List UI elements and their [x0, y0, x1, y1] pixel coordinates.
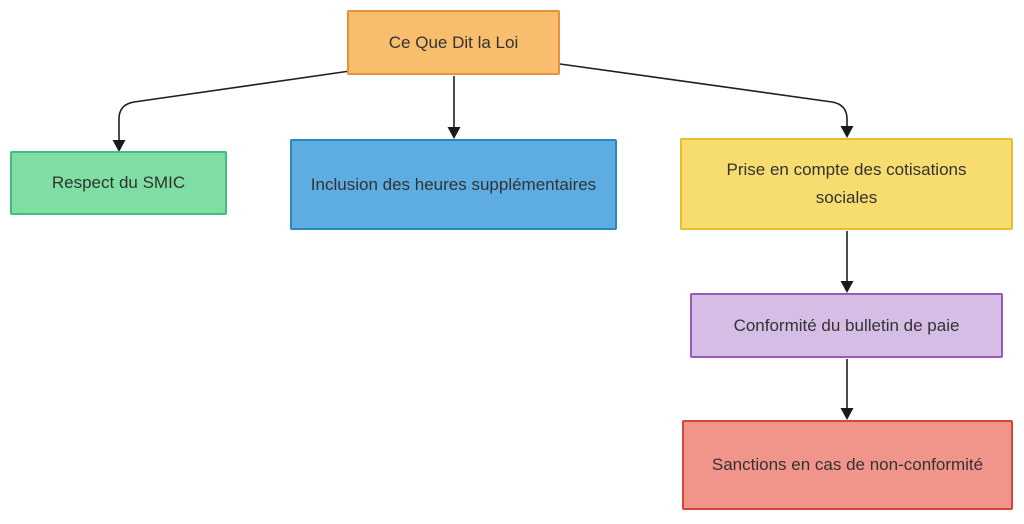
node-label: Conformité du bulletin de paie [733, 315, 960, 335]
node-prise-en-compte-cotisations: Prise en compte des cotisations sociales [680, 138, 1013, 230]
node-sanctions-non-conformite: Sanctions en cas de non-conformité [682, 420, 1013, 510]
node-ce-que-dit-la-loi: Ce Que Dit la Loi [347, 10, 560, 75]
arrowhead-cotisations [840, 126, 854, 138]
node-respect-du-smic: Respect du SMIC [10, 151, 227, 215]
edge-root-cotisations [559, 63, 848, 127]
arrowhead-sanctions [840, 408, 854, 420]
node-label: Respect du SMIC [51, 173, 186, 193]
node-label: Inclusion des heures supplémentaires [310, 174, 597, 194]
node-label: Ce Que Dit la Loi [388, 32, 519, 52]
arrowhead-bulletin [840, 281, 854, 293]
node-inclusion-heures-supplementaires: Inclusion des heures supplémentaires [290, 139, 617, 230]
node-label: Sanctions en cas de non-conformité [711, 455, 984, 475]
node-conformite-bulletin-de-paie: Conformité du bulletin de paie [690, 293, 1003, 358]
edge-root-smic [118, 70, 351, 140]
arrowhead-heures [447, 127, 461, 139]
node-label: Prise en compte des cotisations sociales [726, 160, 967, 207]
